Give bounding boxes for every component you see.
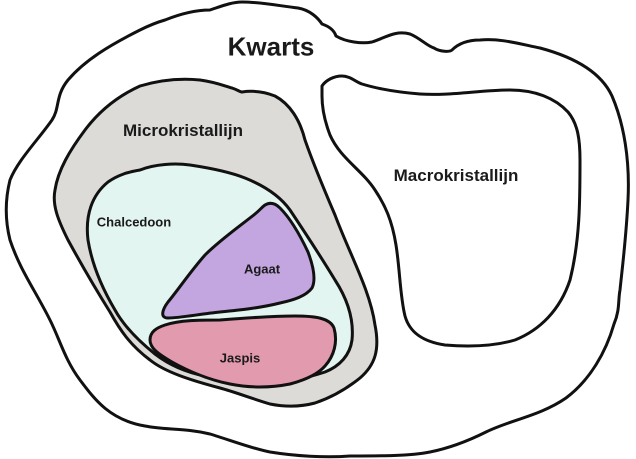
label-kwarts: Kwarts (227, 31, 315, 62)
region-macrokristallijn (320, 74, 582, 348)
label-chalcedoon: Chalcedoon (96, 214, 172, 230)
label-jaspis: Jaspis (219, 350, 261, 366)
region-agaat (161, 201, 316, 320)
label-microkristallijn: Microkristallijn (123, 121, 243, 140)
region-jaspis (148, 314, 338, 389)
label-agaat: Agaat (243, 261, 281, 277)
label-macrokristallijn: Macrokristallijn (393, 166, 519, 185)
